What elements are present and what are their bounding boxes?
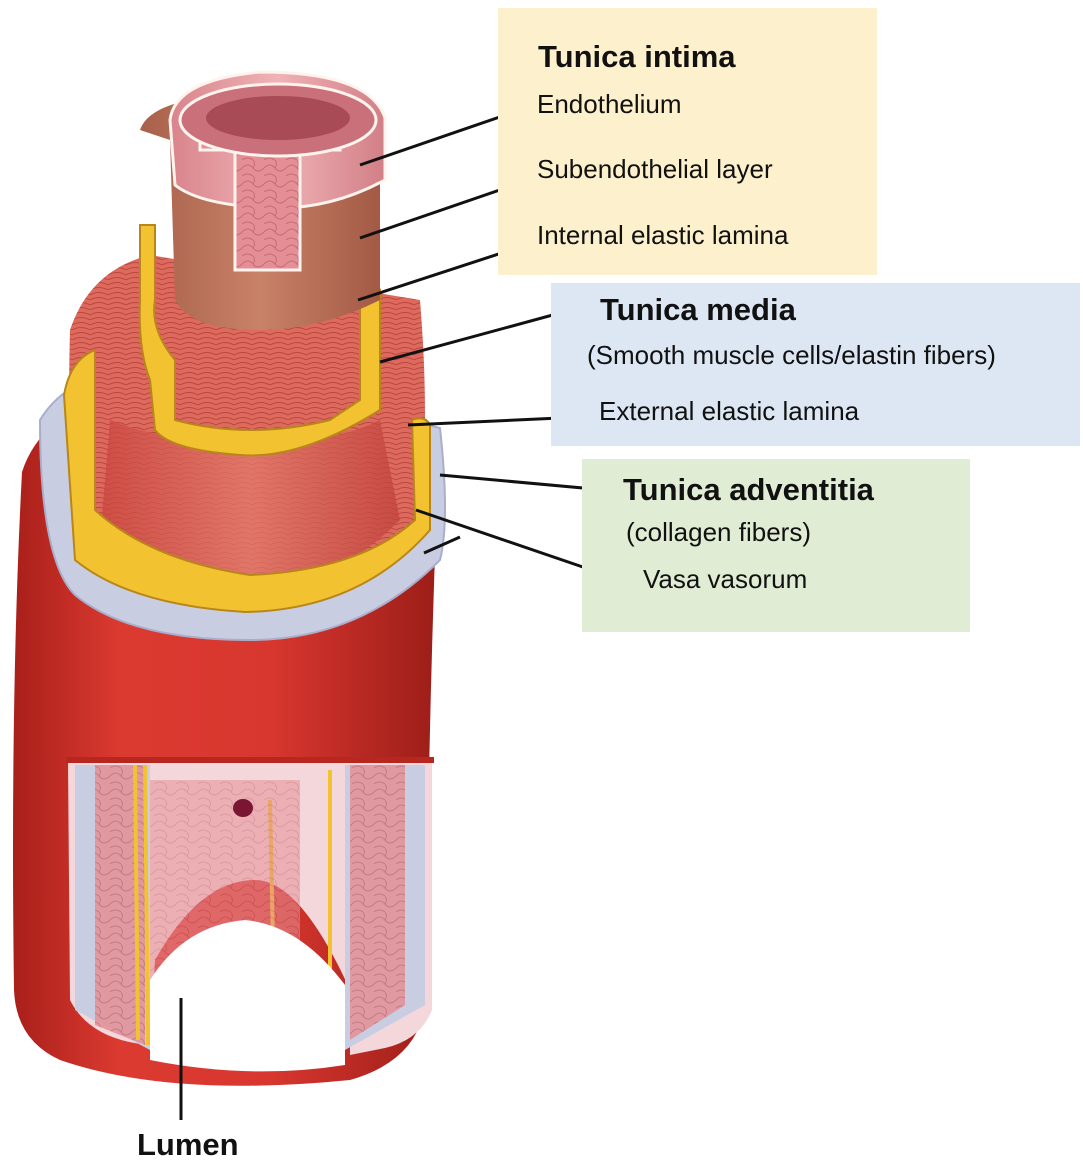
tunica-media-subtitle: (Smooth muscle cells/elastin fibers) — [587, 340, 996, 370]
tunica-media-title: Tunica media — [600, 293, 796, 327]
tunica-intima-title: Tunica intima — [538, 40, 736, 74]
tunica-adventitia-subtitle: (collagen fibers) — [626, 517, 811, 547]
subendothelial-layer-label: Subendothelial layer — [537, 154, 773, 184]
tunica-adventitia-title: Tunica adventitia — [623, 473, 874, 507]
endothelium-label: Endothelium — [537, 89, 682, 119]
vasa-vasorum-label: Vasa vasorum — [643, 564, 807, 594]
external-elastic-lamina-label: External elastic lamina — [599, 396, 859, 426]
internal-elastic-lamina-label: Internal elastic lamina — [537, 220, 788, 250]
lumen-label: Lumen — [137, 1128, 239, 1162]
